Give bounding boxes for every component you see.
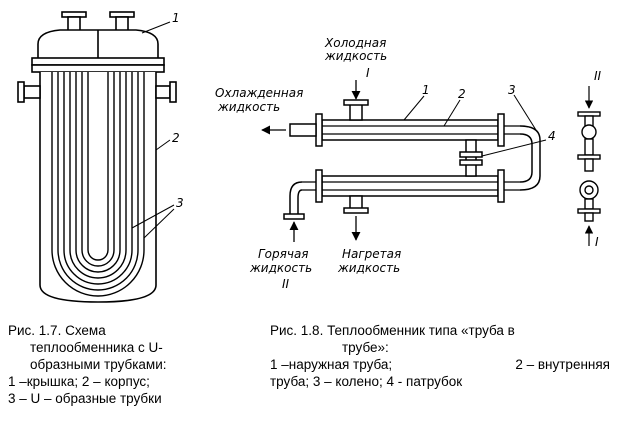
- heated-liquid-label-1: Нагретая: [342, 247, 401, 261]
- fig17-caption-line: 3 – U – образные трубки: [8, 391, 162, 406]
- fig17-caption: Рис. 1.7. Схема теплообменника с U- обра…: [8, 322, 258, 407]
- outer-tube-upper: [321, 119, 499, 141]
- cooled-liquid-label-2: жидкость: [217, 100, 280, 114]
- tube-in-tube-drawing: [261, 80, 547, 242]
- hot-liquid-label-1: Горячая: [258, 247, 309, 261]
- side-nozzle-right: [155, 81, 177, 103]
- elbow: [519, 125, 541, 191]
- fig17-caption-line: 1 –крышка; 2 – корпус;: [8, 374, 150, 389]
- top-nozzle-left: [61, 11, 87, 32]
- side-view-drawing: [577, 86, 601, 246]
- fig18-callout-1: 1: [422, 83, 430, 97]
- side-nozzle-left: [17, 81, 41, 103]
- fig18-caption-line: трубе»:: [342, 340, 389, 355]
- cooled-liquid-label-1: Охлажденная: [215, 86, 303, 100]
- cold-liquid-label-1: Холодная: [324, 36, 386, 50]
- fig18-callout-2: 2: [458, 87, 466, 101]
- fig18-caption-part: 2 – внутренняя: [515, 357, 610, 372]
- u-tubes: [51, 72, 145, 297]
- fig17-callout-2: 2: [172, 131, 180, 145]
- hot-liquid-label-2: жидкость: [249, 261, 312, 275]
- fig17-caption-line: образными трубками:: [30, 357, 167, 372]
- fig18-caption: Рис. 1.8. Теплообменник типа «труба в тр…: [270, 322, 610, 390]
- top-nozzle-right: [109, 11, 135, 32]
- fig18-caption-line: труба; 3 – колено; 4 - патрубок: [270, 374, 463, 389]
- hot-liquid-roman: II: [282, 277, 290, 291]
- flange-upper: [31, 57, 165, 66]
- flange-lower: [31, 64, 165, 73]
- fig17-caption-line: теплообменника с U-: [30, 340, 163, 355]
- technical-drawing: 1 2 3: [17, 11, 602, 303]
- side-view-roman-top: II: [594, 69, 602, 83]
- fig18-caption-line: Рис. 1.8. Теплообменник типа «труба в: [270, 323, 515, 338]
- heated-liquid-label-2: жидкость: [337, 261, 400, 275]
- fig18-callout-3: 3: [508, 83, 516, 97]
- fig18-caption-line: 1 –наружная труба; 2 – внутренняя: [270, 356, 610, 373]
- outer-tube-lower: [321, 175, 499, 197]
- side-view-roman-bottom: I: [595, 235, 599, 249]
- branch-pipe: [459, 139, 483, 177]
- shell: [39, 72, 157, 303]
- u-tube-exchanger-drawing: [17, 11, 177, 303]
- fig18-caption-part: 1 –наружная труба;: [270, 357, 393, 372]
- cold-liquid-label-2: жидкость: [324, 49, 387, 63]
- cold-liquid-roman: I: [366, 66, 370, 80]
- fig18-callout-4: 4: [548, 129, 556, 143]
- fig17-caption-line: Рис. 1.7. Схема: [8, 323, 106, 338]
- fig17-callout-1: 1: [172, 11, 180, 25]
- fig17-callout-3: 3: [176, 196, 184, 210]
